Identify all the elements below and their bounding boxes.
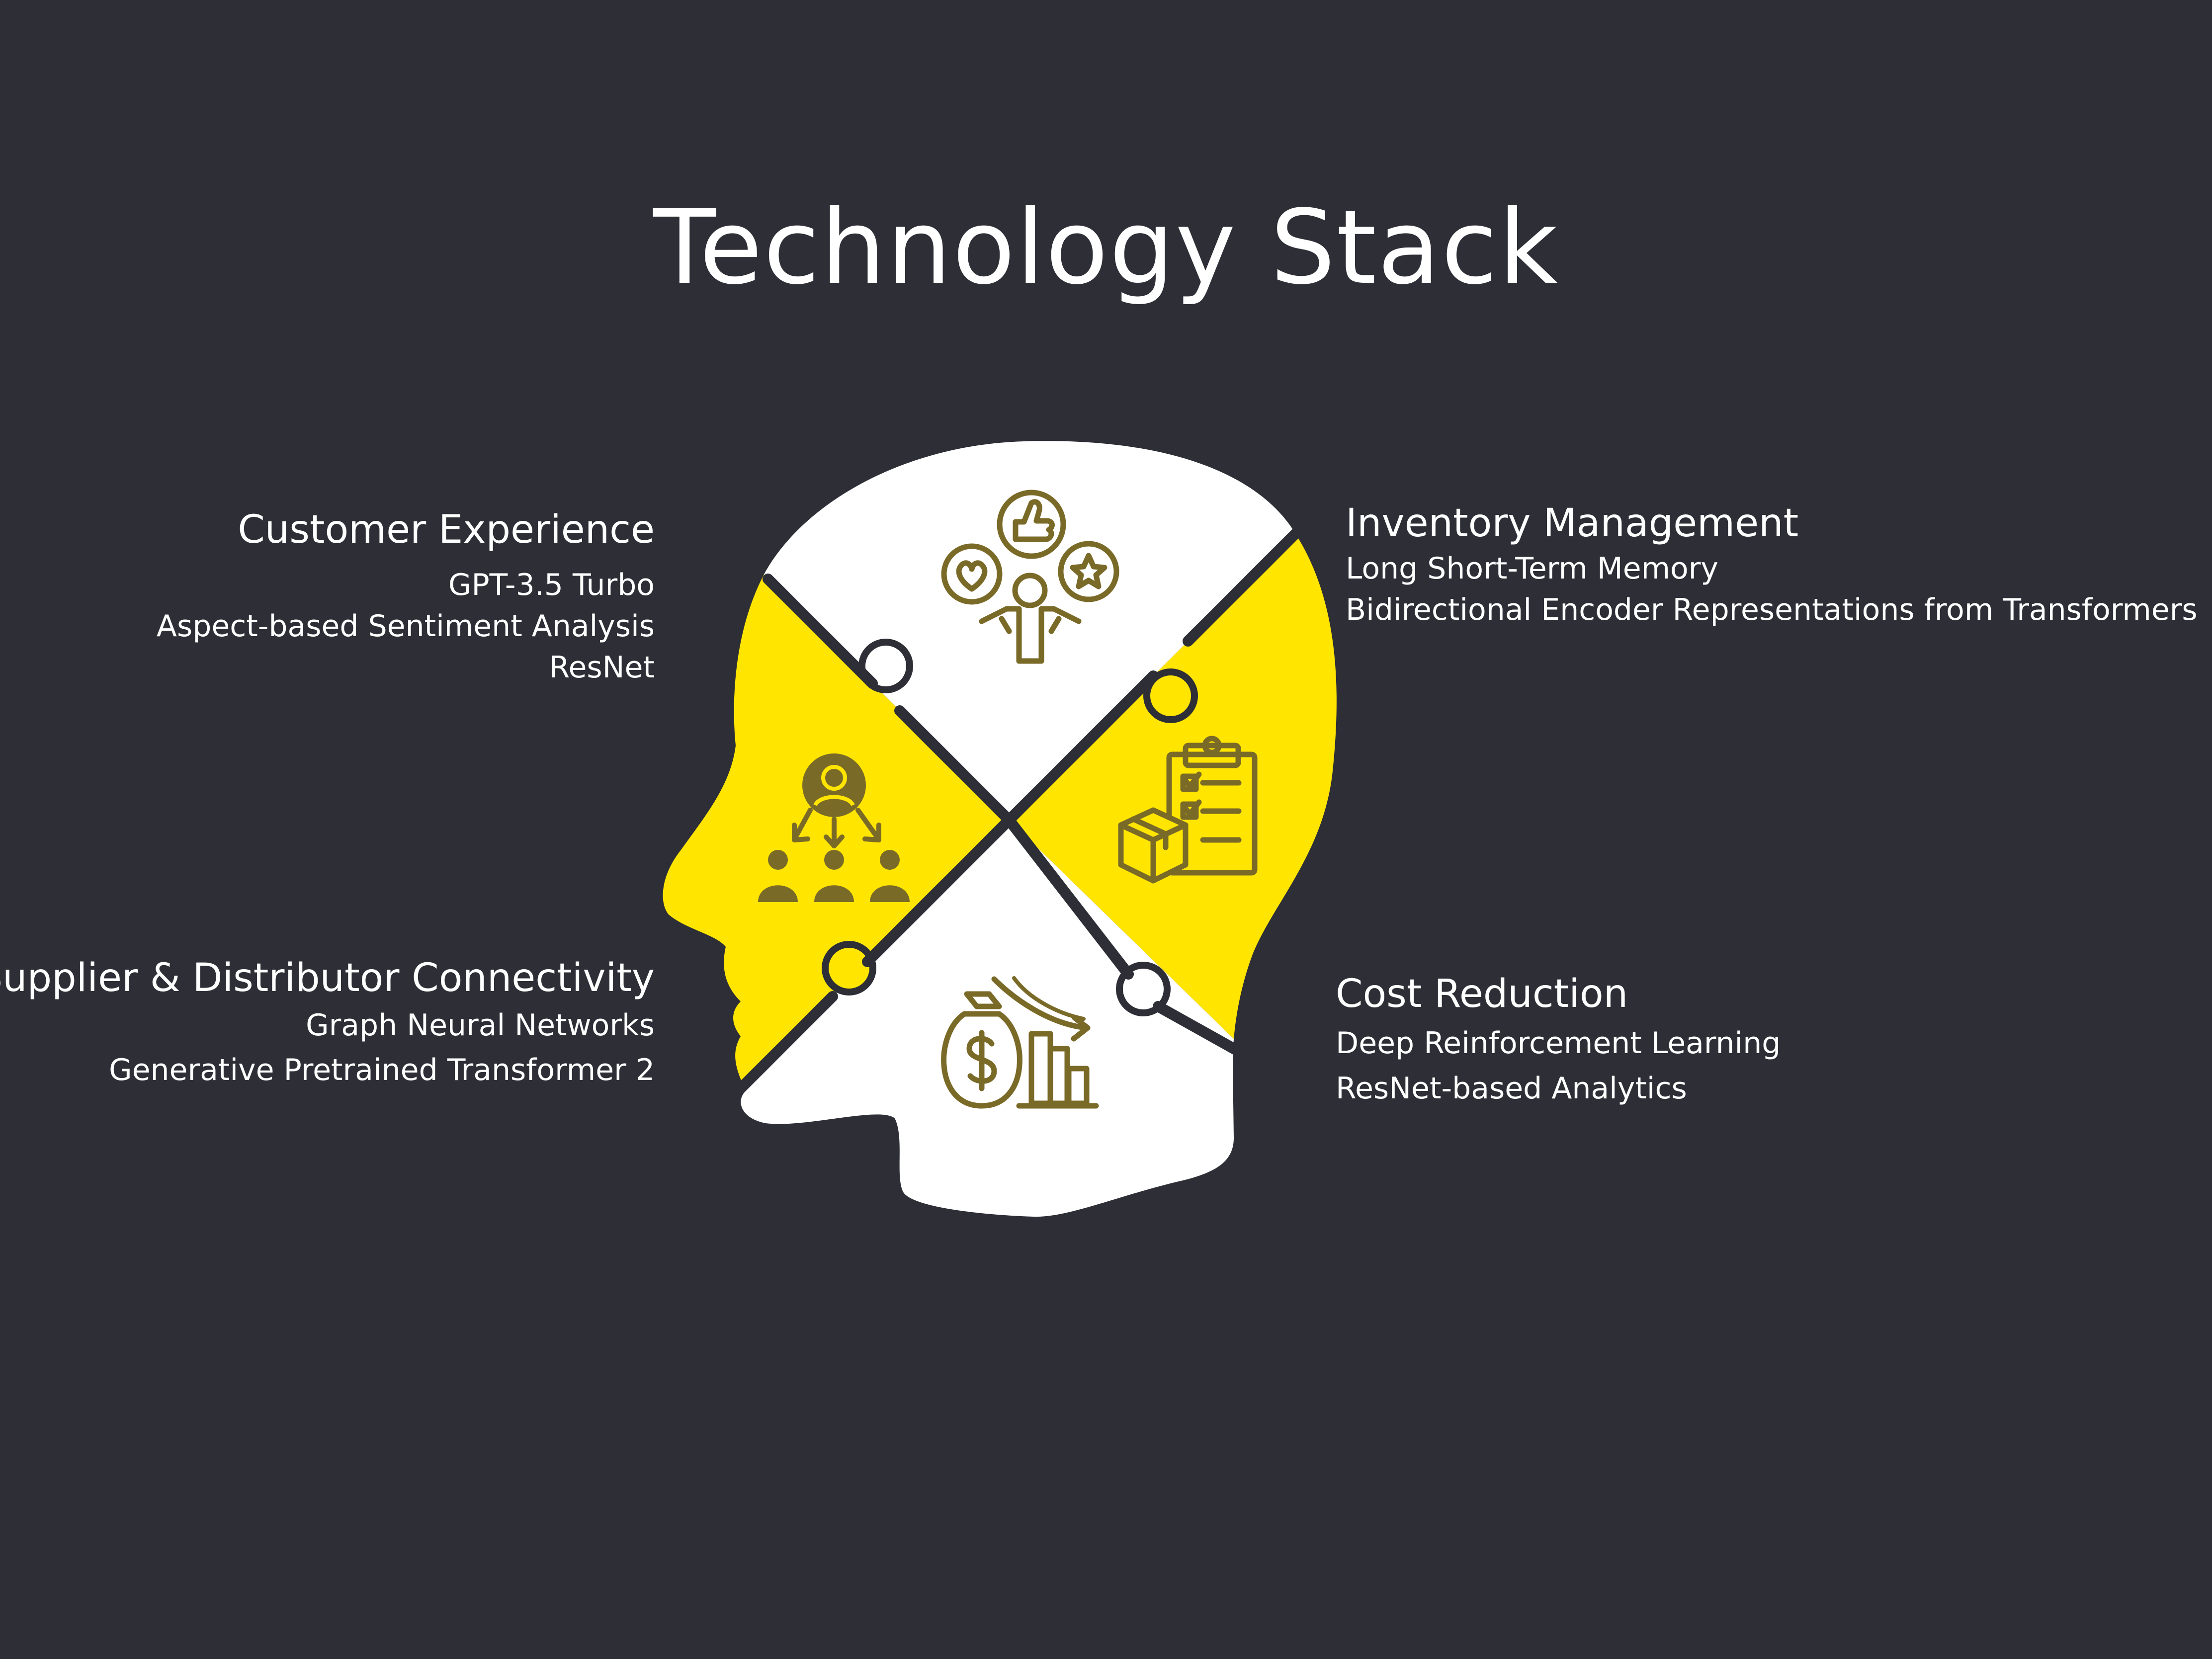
section-heading: Customer Experience — [238, 507, 655, 552]
section-inventory-management: Inventory Management Long Short-Term Mem… — [1346, 499, 2198, 631]
section-items: Deep Reinforcement Learning ResNet-based… — [1336, 1021, 1781, 1111]
section-cost-reduction: Cost Reduction Deep Reinforcement Learni… — [1336, 970, 1781, 1111]
list-item: ResNet — [549, 650, 655, 685]
section-items: Graph Neural Networks Generative Pretrai… — [0, 1003, 655, 1092]
list-item: Aspect-based Sentiment Analysis — [156, 609, 655, 644]
list-item: Deep Reinforcement Learning — [1336, 1026, 1781, 1061]
page-title: Technology Stack — [653, 188, 1559, 307]
money-bag-chart-icon — [941, 976, 1099, 1109]
piece-dividers — [730, 526, 1303, 1099]
feedback-icon — [941, 490, 1119, 664]
list-item: Graph Neural Networks — [306, 1008, 655, 1043]
list-item: Long Short-Term Memory — [1346, 551, 1718, 586]
list-item: ResNet-based Analytics — [1336, 1071, 1687, 1106]
section-items: GPT-3.5 Turbo Aspect-based Sentiment Ana… — [157, 565, 655, 688]
section-customer-experience: Customer Experience GPT-3.5 Turbo Aspect… — [157, 506, 655, 688]
section-supplier-connectivity: Supplier & Distributor Connectivity Grap… — [0, 954, 655, 1092]
list-item: Generative Pretrained Transformer 2 — [109, 1053, 655, 1087]
inventory-checklist-icon — [1118, 736, 1258, 884]
network-people-icon — [758, 753, 910, 902]
section-heading: Inventory Management — [1346, 501, 1799, 546]
section-heading: Supplier & Distributor Connectivity — [0, 956, 655, 1000]
section-items: Long Short-Term Memory Bidirectional Enc… — [1346, 548, 2198, 631]
list-item: GPT-3.5 Turbo — [448, 568, 655, 602]
section-heading: Cost Reduction — [1336, 972, 1628, 1016]
head-quadrants — [663, 441, 1337, 1217]
list-item: Bidirectional Encoder Representations fr… — [1346, 592, 2198, 627]
